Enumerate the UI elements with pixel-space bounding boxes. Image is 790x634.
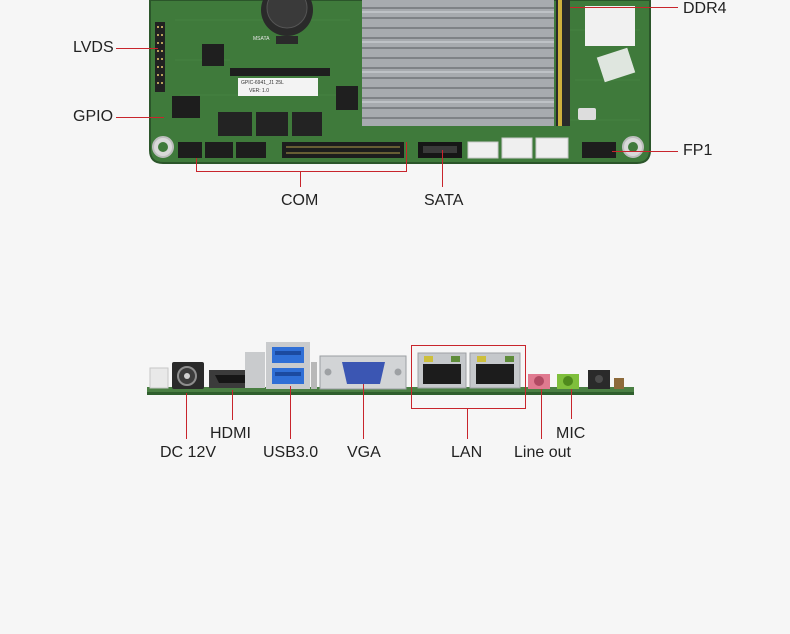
vga-callout-line <box>363 384 364 439</box>
fp1-callout-line <box>612 151 678 152</box>
com-label: COM <box>281 192 319 209</box>
sata-callout-line <box>442 150 443 187</box>
gpio-label: GPIO <box>73 108 114 125</box>
usb-callout-line <box>290 386 291 439</box>
lvds-callout-line <box>116 48 158 49</box>
mic-label: MIC <box>556 425 586 442</box>
ddr4-label: DDR4 <box>683 0 727 17</box>
io-pcb <box>147 387 634 395</box>
lan-callout-line <box>467 408 468 439</box>
hdmi-callout-line <box>232 390 233 420</box>
heatsink <box>362 0 554 126</box>
dc-callout-line <box>186 393 187 439</box>
silkscreen-version: VER: 1.0 <box>249 88 270 94</box>
model-sticker <box>238 78 318 96</box>
lan-label: LAN <box>451 444 483 461</box>
com-header-3 <box>236 142 266 158</box>
usb-label: USB3.0 <box>263 444 319 461</box>
heatsink-fins <box>362 7 554 119</box>
com-bracket-right <box>406 142 407 172</box>
com-callout-line <box>300 171 301 187</box>
lan-bracket-box <box>411 345 526 409</box>
line-out-label: Line out <box>514 444 571 461</box>
com-bracket-bottom <box>196 171 407 172</box>
sata-label: SATA <box>424 192 464 209</box>
hdmi-label: HDMI <box>210 425 251 442</box>
line-out-callout-line <box>541 389 542 439</box>
ddr4-callout-line <box>570 7 678 8</box>
top-pcb-shade <box>149 0 651 164</box>
gpio-jumpers <box>172 96 200 118</box>
com-header-1 <box>178 142 202 158</box>
com-bracket-left <box>196 158 197 172</box>
small-connector <box>149 367 169 389</box>
msata-slot <box>230 68 330 76</box>
com-header-4 <box>282 142 404 158</box>
vga-label: VGA <box>347 444 381 461</box>
silkscreen-model: GPIC-6941_J1 25L <box>241 80 284 86</box>
dc-label: DC 12V <box>160 444 217 461</box>
com-header-2 <box>205 142 233 158</box>
gpio-callout-line <box>116 117 164 118</box>
silkscreen-msata: MSATA <box>253 36 270 42</box>
mic-callout-line <box>571 389 572 419</box>
lvds-label: LVDS <box>73 39 114 56</box>
fp1-header <box>582 142 616 158</box>
fp1-label: FP1 <box>683 142 713 159</box>
lvds-header <box>155 22 165 92</box>
